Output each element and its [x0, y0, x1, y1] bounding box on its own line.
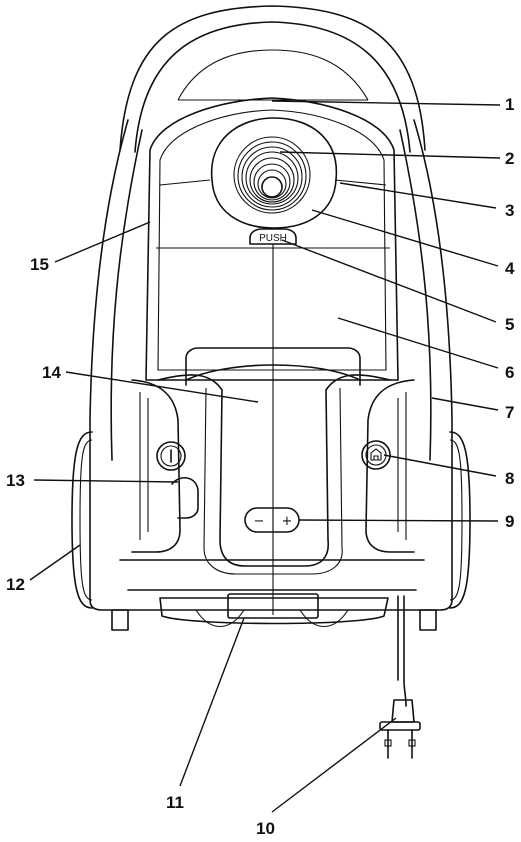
callout-8: 8: [505, 469, 514, 488]
handle-grip: [177, 49, 369, 101]
front-panel-inner: [203, 387, 343, 575]
lid-latch-area: [185, 347, 361, 386]
callout-10: 10: [256, 819, 275, 838]
callout-1: 1: [505, 95, 514, 114]
callout-7: 7: [505, 403, 514, 422]
plus-symbol: +: [282, 514, 293, 529]
callout-15: 15: [30, 255, 49, 274]
carry-handle: [119, 5, 426, 151]
callout-13: 13: [6, 471, 25, 490]
castor-wheel: [159, 597, 389, 625]
callout-9: 9: [505, 512, 514, 531]
callout-14: 14: [42, 363, 61, 382]
power-cord: [403, 595, 407, 707]
callout-6: 6: [505, 363, 514, 382]
callout-5: 5: [505, 315, 514, 334]
right-side-panel: [365, 379, 415, 553]
callout-12: 12: [6, 575, 25, 594]
callout-4: 4: [505, 259, 515, 278]
right-foot: [419, 609, 437, 631]
push-button: [249, 228, 297, 245]
leader-lines: [29, 100, 501, 813]
minus-symbol: −: [254, 514, 265, 529]
right-wheel: [449, 431, 471, 609]
callout-2: 2: [505, 149, 514, 168]
push-label: PUSH: [259, 233, 287, 244]
carry-handle-inner: [134, 21, 411, 153]
left-foot: [111, 609, 129, 631]
power-regulator: − +: [244, 507, 300, 533]
on-off-button: [156, 441, 186, 471]
base-lines: [119, 559, 425, 591]
dust-compartment-cover: [145, 97, 399, 381]
body-inner-outline: [110, 129, 432, 461]
cord-grip: [171, 477, 199, 519]
left-wheel: [71, 431, 93, 609]
callout-11: 11: [166, 793, 184, 812]
front-panel: [157, 374, 391, 567]
hose-inlet-rings: [233, 136, 311, 214]
front-foot: [227, 593, 319, 619]
power-plug: [379, 699, 421, 759]
cover-inner: [157, 109, 387, 371]
body-outline: [89, 119, 453, 611]
inlet-housing: [210, 117, 338, 229]
callout-3: 3: [505, 201, 514, 220]
